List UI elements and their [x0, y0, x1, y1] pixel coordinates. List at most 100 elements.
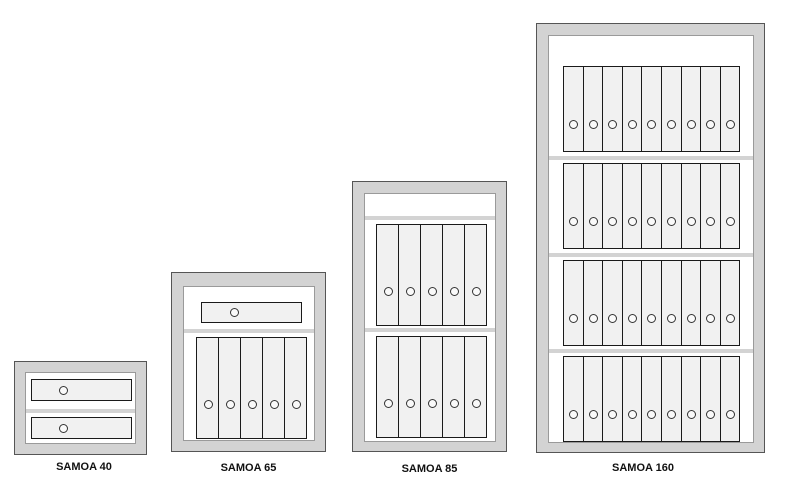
cabinet-samoa-40	[14, 361, 147, 455]
cabinet-label: SAMOA 160	[612, 462, 674, 474]
binder-row	[563, 66, 741, 152]
ring-hole-icon	[588, 410, 598, 419]
ring-hole-icon	[725, 410, 735, 419]
binder-row	[563, 260, 741, 346]
binder	[602, 66, 623, 152]
binder	[602, 163, 623, 249]
cabinet-label: SAMOA 85	[401, 463, 458, 475]
cabinet-samoa-65	[171, 272, 326, 452]
binder	[582, 356, 604, 442]
cabinet-label: SAMOA 65	[220, 462, 277, 474]
binder	[563, 260, 584, 346]
binder	[582, 260, 604, 346]
ring-hole-icon	[569, 410, 578, 419]
binder	[621, 356, 643, 442]
binder	[661, 66, 682, 152]
binder	[719, 163, 741, 249]
cabinet-samoa-160	[536, 23, 765, 453]
binder	[719, 66, 741, 152]
drawer	[201, 302, 302, 323]
binder	[680, 260, 702, 346]
binder	[563, 163, 584, 249]
binder	[563, 66, 584, 152]
binder	[442, 336, 465, 438]
binder	[376, 336, 399, 438]
ring-hole-icon	[725, 314, 735, 323]
binder	[680, 163, 702, 249]
ring-hole-icon	[647, 217, 657, 226]
shelf-divider	[26, 409, 135, 413]
binder	[700, 356, 721, 442]
binder-row	[563, 356, 741, 442]
ring-hole-icon	[627, 314, 637, 323]
ring-hole-icon	[627, 217, 637, 226]
ring-hole-icon	[588, 314, 598, 323]
ring-hole-icon	[608, 120, 618, 129]
ring-hole-icon	[406, 287, 415, 296]
binder	[284, 337, 307, 439]
ring-hole-icon	[686, 217, 696, 226]
ring-hole-icon	[706, 120, 716, 129]
ring-hole-icon	[686, 410, 696, 419]
ring-hole-icon	[450, 399, 459, 408]
binder-row	[376, 224, 487, 326]
ring-hole-icon	[647, 120, 657, 129]
ring-hole-icon	[472, 399, 481, 408]
binder	[661, 163, 682, 249]
ring-hole-icon	[667, 217, 676, 226]
binder	[582, 163, 604, 249]
ring-hole-icon	[292, 400, 301, 409]
binder	[602, 356, 623, 442]
cabinet-samoa-85	[352, 181, 507, 452]
binder	[700, 260, 721, 346]
binder	[661, 356, 682, 442]
ring-hole-icon	[569, 217, 578, 226]
binder	[262, 337, 285, 439]
ring-hole-icon	[569, 314, 578, 323]
shelf-divider	[549, 253, 753, 257]
shelf-divider	[365, 328, 495, 332]
binder	[464, 224, 487, 326]
ring-hole-icon	[428, 399, 437, 408]
binder	[398, 224, 421, 326]
binder-row	[376, 336, 487, 438]
lock-hole-icon	[59, 424, 68, 433]
binder	[621, 66, 643, 152]
lock-hole-icon	[59, 386, 68, 395]
binder	[420, 224, 443, 326]
drawer	[31, 379, 132, 401]
binder	[641, 66, 662, 152]
ring-hole-icon	[406, 399, 415, 408]
drawer	[31, 417, 132, 439]
ring-hole-icon	[248, 400, 257, 409]
binder	[442, 224, 465, 326]
binder	[641, 163, 662, 249]
ring-hole-icon	[588, 120, 598, 129]
binder	[196, 337, 219, 439]
ring-hole-icon	[706, 410, 716, 419]
ring-hole-icon	[384, 287, 393, 296]
ring-hole-icon	[608, 410, 618, 419]
binder	[398, 336, 421, 438]
ring-hole-icon	[270, 400, 279, 409]
ring-hole-icon	[428, 287, 437, 296]
binder	[420, 336, 443, 438]
binder-row	[563, 163, 741, 249]
cabinet-interior	[364, 193, 496, 442]
binder	[218, 337, 241, 439]
shelf-divider	[184, 329, 314, 333]
shelf-divider	[365, 216, 495, 220]
ring-hole-icon	[706, 314, 716, 323]
ring-hole-icon	[725, 217, 735, 226]
ring-hole-icon	[472, 287, 481, 296]
shelf-divider	[549, 156, 753, 160]
ring-hole-icon	[706, 217, 716, 226]
binder	[602, 260, 623, 346]
ring-hole-icon	[450, 287, 459, 296]
ring-hole-icon	[647, 314, 657, 323]
ring-hole-icon	[725, 120, 735, 129]
binder	[464, 336, 487, 438]
ring-hole-icon	[608, 217, 618, 226]
binder	[240, 337, 263, 439]
lock-hole-icon	[230, 308, 239, 317]
